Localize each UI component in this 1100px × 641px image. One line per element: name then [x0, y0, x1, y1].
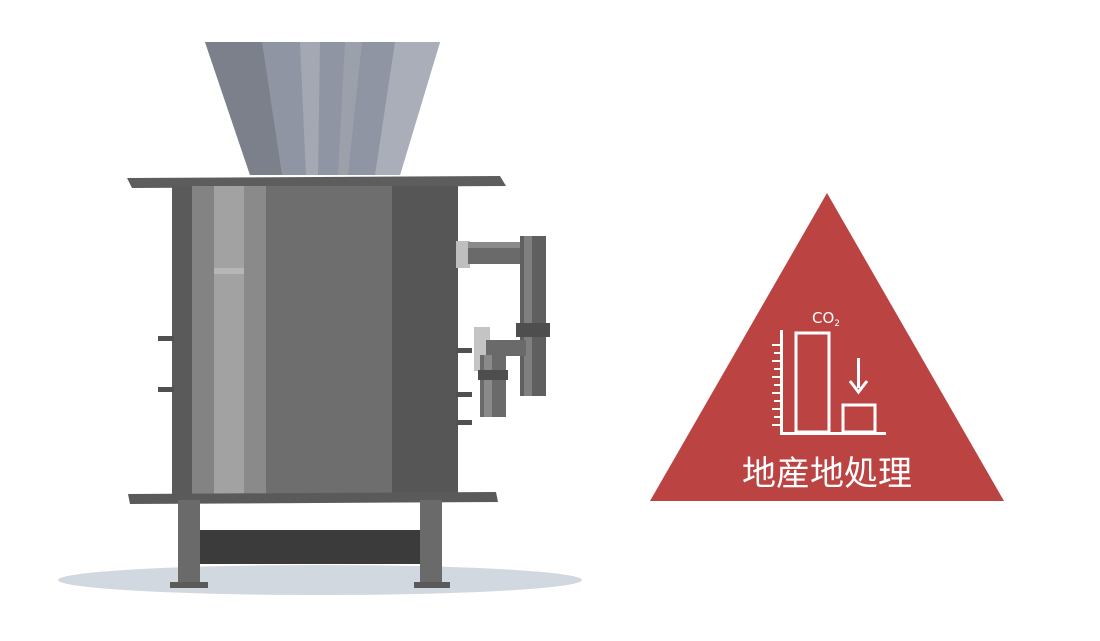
badge-label: 地産地処理: [742, 454, 912, 494]
co2-subscript: 2: [834, 319, 840, 329]
stove-legs: [170, 500, 450, 588]
stove-body: [172, 186, 458, 500]
down-arrow-icon: [848, 358, 869, 395]
co2-label: CO2: [812, 309, 840, 329]
bottom-rim: [128, 492, 498, 504]
co2-reduction-chart-icon: CO2: [772, 309, 886, 435]
stove-icon: [58, 42, 582, 595]
local-processing-badge: CO2 地産地処理: [650, 193, 1004, 501]
hopper: [205, 42, 440, 175]
outlet-pipe: [456, 236, 550, 417]
badge-triangle: [650, 193, 1004, 501]
side-fins: [158, 336, 472, 425]
ground-shadow: [58, 565, 582, 595]
top-rim: [127, 176, 506, 188]
